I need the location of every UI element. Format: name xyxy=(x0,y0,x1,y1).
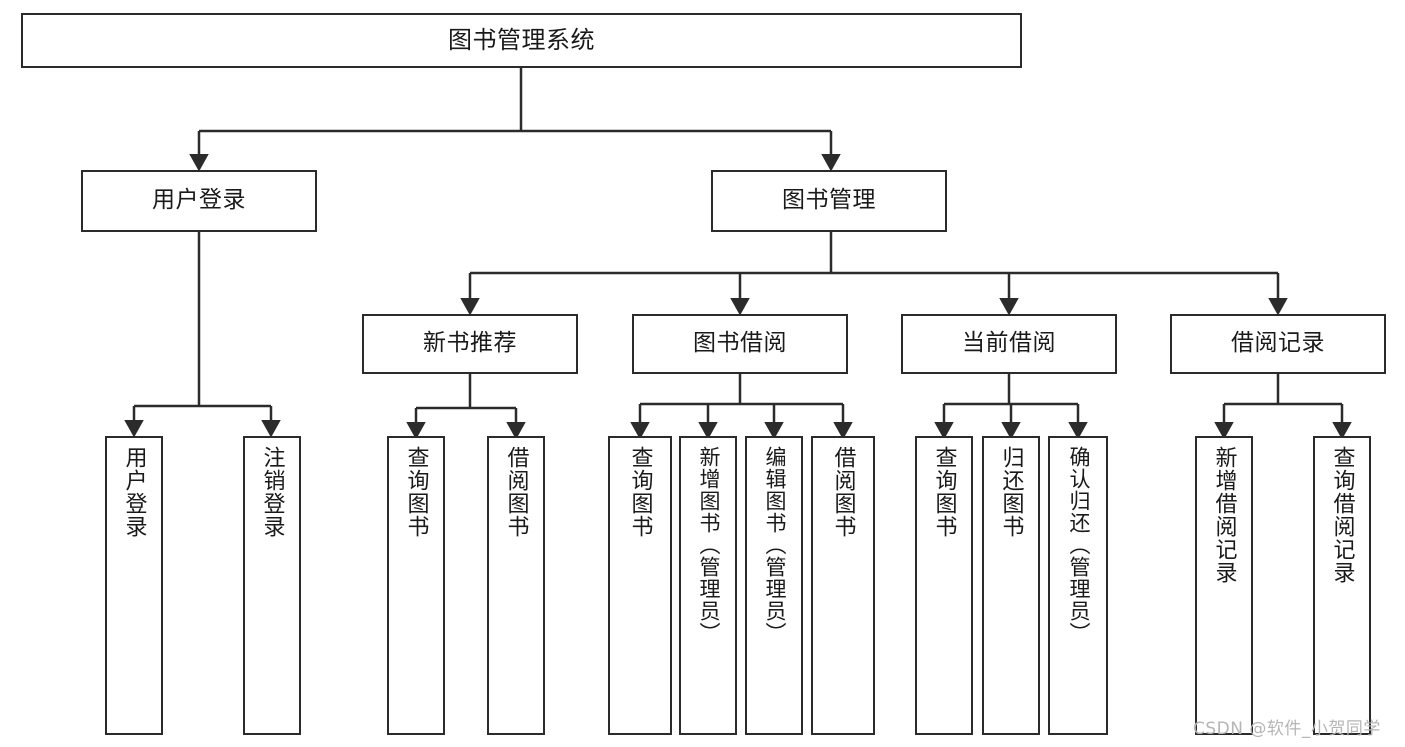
csdn-watermark: CSDN @软件_小贺同学 xyxy=(1193,719,1381,739)
leaf-edit-book-admin[interactable]: 编辑图书（管理员） xyxy=(745,436,803,735)
node-label: 借阅记录 xyxy=(1231,330,1325,357)
node-user-login[interactable]: 用户登录 xyxy=(81,170,317,232)
node-label: 查询图书 xyxy=(931,446,957,538)
node-label: 编辑图书（管理员） xyxy=(762,446,787,644)
node-label: 确认归还（管理员） xyxy=(1066,446,1091,644)
node-label: 新增借阅记录 xyxy=(1211,446,1237,584)
leaf-add-book-admin[interactable]: 新增图书（管理员） xyxy=(679,436,737,735)
leaf-borrow-books-recommend[interactable]: 借阅图书 xyxy=(487,436,545,735)
node-label: 图书管理 xyxy=(782,187,876,214)
leaf-return-books[interactable]: 归还图书 xyxy=(982,436,1040,735)
node-label: 图书借阅 xyxy=(693,330,787,357)
node-new-book-recommendation[interactable]: 新书推荐 xyxy=(362,314,578,374)
leaf-query-books-borrow[interactable]: 查询图书 xyxy=(608,436,672,735)
node-label: 查询借阅记录 xyxy=(1329,446,1355,584)
leaf-query-borrow-record[interactable]: 查询借阅记录 xyxy=(1313,436,1371,735)
node-label: 新书推荐 xyxy=(423,330,517,357)
leaf-user-login[interactable]: 用户登录 xyxy=(105,436,163,735)
leaf-logout[interactable]: 注销登录 xyxy=(243,436,301,735)
node-label: 新增图书（管理员） xyxy=(696,446,721,644)
node-label: 当前借阅 xyxy=(962,330,1056,357)
node-root-library-management-system[interactable]: 图书管理系统 xyxy=(21,13,1022,68)
node-label: 归还图书 xyxy=(998,446,1024,538)
node-book-borrowing[interactable]: 图书借阅 xyxy=(632,314,848,374)
node-label: 借阅图书 xyxy=(503,446,529,538)
leaf-query-books-recommend[interactable]: 查询图书 xyxy=(387,436,445,735)
leaf-confirm-return-admin[interactable]: 确认归还（管理员） xyxy=(1048,436,1108,735)
node-label: 查询图书 xyxy=(627,446,653,538)
node-label: 图书管理系统 xyxy=(448,26,595,55)
leaf-query-books-current[interactable]: 查询图书 xyxy=(915,436,973,735)
node-label: 用户登录 xyxy=(121,446,147,538)
node-book-management[interactable]: 图书管理 xyxy=(711,170,947,232)
node-label: 查询图书 xyxy=(403,446,429,538)
leaf-borrow-books[interactable]: 借阅图书 xyxy=(811,436,875,735)
leaf-add-borrow-record[interactable]: 新增借阅记录 xyxy=(1195,436,1253,735)
node-label: 借阅图书 xyxy=(830,446,856,538)
node-borrowing-records[interactable]: 借阅记录 xyxy=(1170,314,1386,374)
node-current-borrowing[interactable]: 当前借阅 xyxy=(901,314,1117,374)
node-label: 用户登录 xyxy=(152,187,246,214)
node-label: 注销登录 xyxy=(259,446,285,538)
